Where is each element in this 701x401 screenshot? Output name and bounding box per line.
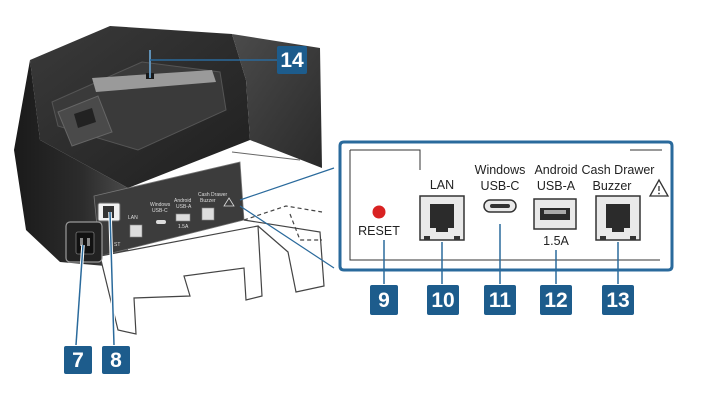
lan-label: LAN <box>430 178 454 192</box>
callout-14-number: 14 <box>280 49 304 72</box>
callout-8-number: 8 <box>110 349 122 372</box>
callout-10-number: 10 <box>431 289 454 312</box>
body-drawer-label-line2: Buzzer <box>200 198 216 204</box>
reset-label: RESET <box>358 224 400 238</box>
usb-a-rating-label: 1.5A <box>543 234 569 248</box>
body-drawer-label-line1: Cash Drawer <box>198 192 228 198</box>
callout-11-badge: 11 <box>484 285 516 315</box>
body-lan-port <box>129 224 143 238</box>
callout-badges: 14 7 8 9 10 11 12 13 <box>64 46 634 374</box>
callout-11-number: 11 <box>489 289 512 312</box>
usb-c-port-icon <box>483 199 517 213</box>
callout-9-number: 9 <box>378 289 390 312</box>
paper-slot <box>92 70 216 92</box>
body-warning-icon <box>223 197 235 207</box>
callout-12-badge: 12 <box>540 285 572 315</box>
body-usb-a-label-line1: Android <box>174 198 191 204</box>
callout-10-badge: 10 <box>427 285 459 315</box>
usb-c-label-line2: USB-C <box>481 179 520 193</box>
body-usb-c-port <box>156 220 166 224</box>
body-reset-label: ST <box>114 242 120 248</box>
leader-lines <box>74 50 619 346</box>
body-usb-c-label-line2: USB-C <box>152 208 168 214</box>
usb-a-label-line1: Android <box>534 163 577 177</box>
lan-port-icon <box>419 195 465 241</box>
body-drawer-port <box>201 207 215 221</box>
body-usb-a-label-line2: USB-A <box>176 204 192 210</box>
base-outline <box>99 225 263 335</box>
cash-drawer-port-icon <box>595 195 641 241</box>
body-usb-c-label-line1: Windows <box>150 202 171 208</box>
usb-c-label-line1: Windows <box>475 163 526 177</box>
callout-12-number: 12 <box>544 289 567 312</box>
warning-triangle-icon <box>648 178 670 197</box>
zoom-connector <box>239 167 335 269</box>
zoomed-port-panel: RESET LAN Windows USB-C Android USB-A 1.… <box>338 140 674 272</box>
usb-a-port-icon <box>533 198 577 230</box>
callout-9-badge: 9 <box>370 285 398 315</box>
callout-13-number: 13 <box>606 289 629 312</box>
body-usb-a-rating: 1.5A <box>178 224 189 230</box>
body-usb-a-port <box>175 213 191 222</box>
callout-13-badge: 13 <box>602 285 634 315</box>
reset-led-icon <box>372 205 386 219</box>
callout-8-badge: 8 <box>102 346 130 374</box>
cash-drawer-label-line1: Cash Drawer <box>582 163 655 177</box>
cash-drawer-label-line2: Buzzer <box>593 179 632 193</box>
body-lan-label: LAN <box>128 215 138 221</box>
callout-14-badge: 14 <box>277 46 307 74</box>
callout-7-badge: 7 <box>64 346 92 374</box>
printer-body: LAN Windows USB-C Android USB-A 1.5A Cas… <box>14 26 335 335</box>
usb-a-label-line2: USB-A <box>537 179 576 193</box>
callout-7-number: 7 <box>72 349 84 372</box>
